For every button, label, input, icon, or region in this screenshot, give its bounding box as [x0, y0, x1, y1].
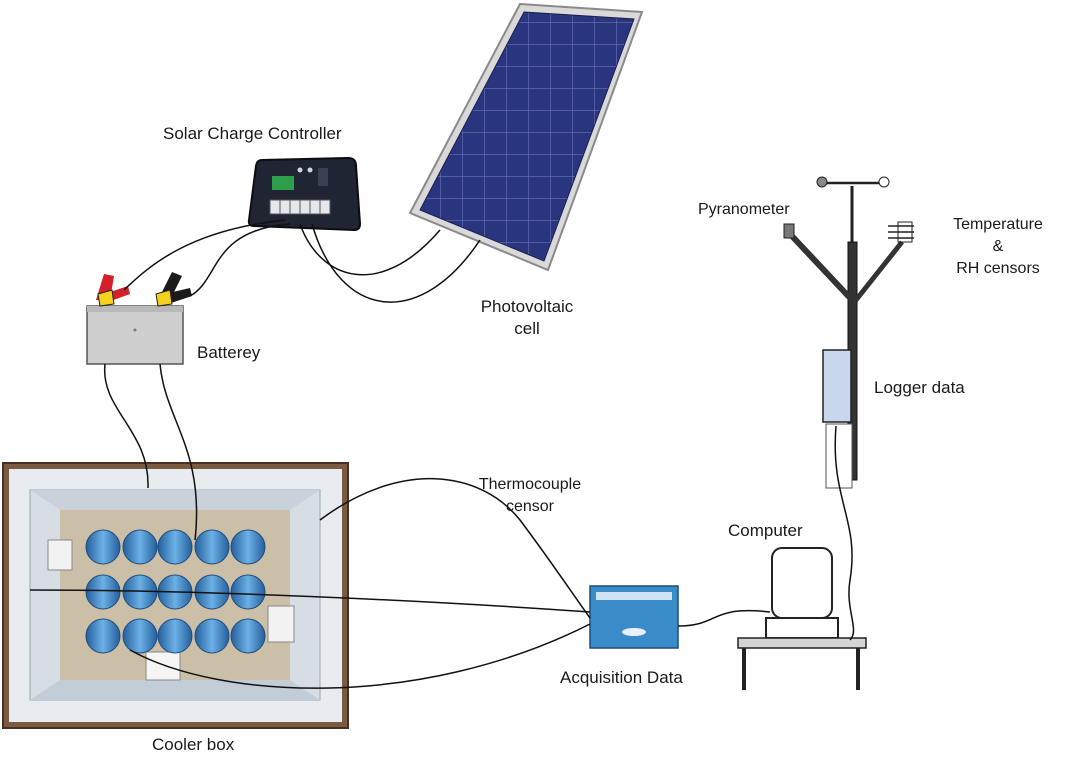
- weather-station: [783, 176, 914, 489]
- wires: [29, 219, 855, 689]
- computer: [765, 547, 839, 639]
- label-acquisition-data: Acquisition Data: [560, 668, 683, 687]
- label-temperature-line1: Temperature: [953, 216, 1043, 233]
- label-temperature-rh: Temperature & RH censors: [936, 214, 1060, 280]
- battery-clamp-red: [96, 274, 130, 307]
- temperature-sensor-shield: [888, 221, 914, 243]
- controller-screen: [272, 176, 294, 190]
- cooler-bottles: [85, 529, 266, 654]
- label-thermocouple-line2: censor: [505, 498, 555, 515]
- label-thermocouple-line1: Thermocouple: [478, 476, 582, 493]
- label-temperature-line3: RH censors: [956, 260, 1040, 277]
- label-cooler-box: Cooler box: [152, 735, 235, 754]
- label-temperature-line2: &: [992, 238, 1004, 255]
- label-solar-charge-controller: Solar Charge Controller: [163, 124, 342, 143]
- table: [737, 637, 867, 690]
- label-computer: Computer: [728, 521, 803, 540]
- label-pyranometer: Pyranometer: [698, 201, 790, 218]
- label-logger-data: Logger data: [874, 378, 965, 397]
- battery-clamp-black: [155, 272, 192, 307]
- acquisition-box: [589, 585, 679, 649]
- photovoltaic-panel: [408, 2, 644, 272]
- label-battery: Batterey: [197, 343, 261, 362]
- label-photovoltaic-line1: Photovoltaic: [480, 297, 574, 316]
- label-photovoltaic-line2: cell: [514, 319, 540, 338]
- label-thermocouple: Thermocouple censor: [460, 474, 600, 518]
- charge-controller: [247, 156, 362, 232]
- label-photovoltaic-cell: Photovoltaic cell: [462, 296, 592, 340]
- battery: [86, 305, 184, 365]
- logger-box: [822, 349, 852, 423]
